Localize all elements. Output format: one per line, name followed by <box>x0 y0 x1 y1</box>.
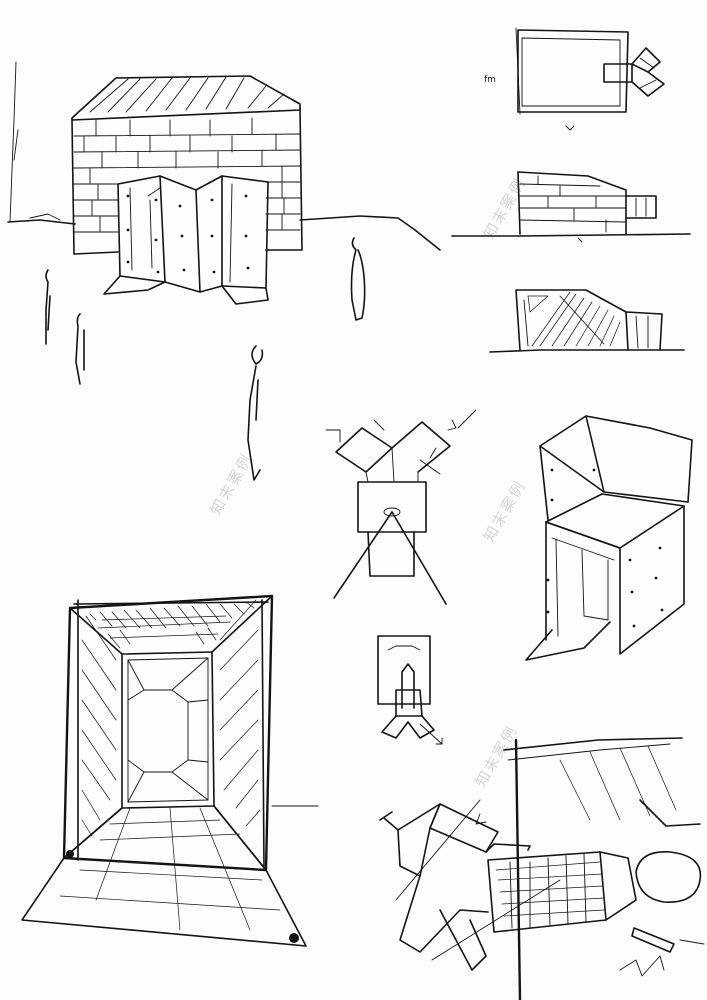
house-portal-sketch <box>7 61 441 481</box>
elevation-sketch <box>451 171 691 243</box>
small-plan-arrow <box>377 635 443 745</box>
handwritten-note-fm: fm <box>484 75 496 85</box>
y-plan-diagram <box>325 409 477 605</box>
section-sketch <box>489 289 685 353</box>
aerial-perspective-sketch <box>379 737 705 1000</box>
folded-volume-perspective <box>525 415 693 661</box>
plan-view-sketch: fm <box>484 27 665 131</box>
interior-perspective-sketch <box>21 594 319 947</box>
